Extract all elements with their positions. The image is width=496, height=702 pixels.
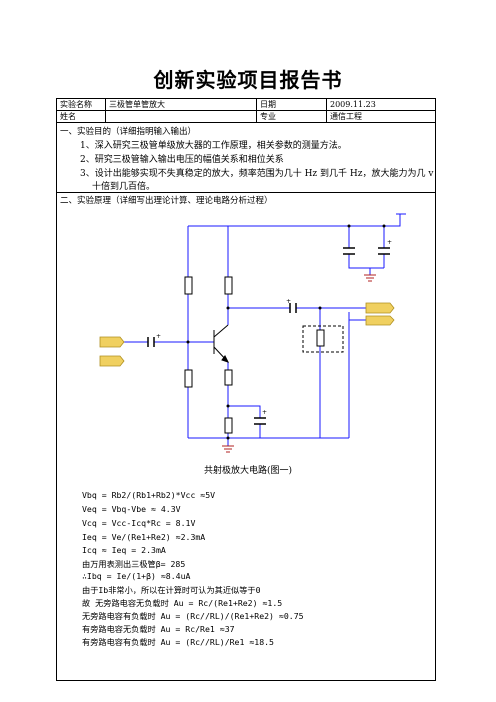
calc-line: 有旁路电容有负载时 Au = (Rc//RL)/Re1 ≈18.5	[82, 637, 274, 647]
svg-text:+: +	[286, 298, 291, 305]
section2-heading: 二、实验原理（详细写出理论计算、理论电路分析过程）	[60, 196, 273, 206]
date-label: 日期	[260, 100, 276, 109]
report-title: 创新实验项目报告书	[153, 68, 343, 92]
calc-line: 故 无旁路电容无负载时 Au = Rc/(Re1+Re2) ≈1.5	[82, 598, 283, 608]
calc-line: 无旁路电容有负载时 Au = (Rc//RL)/(Re1+Re2) ≈0.75	[82, 611, 304, 621]
major-value: 通信工程	[330, 112, 362, 121]
calc-line: 由万用表测出三极管β= 285	[82, 559, 186, 569]
svg-text:+: +	[387, 239, 392, 246]
svg-text:+: +	[156, 333, 161, 340]
svg-text:+: +	[262, 409, 267, 416]
calc-line: ∴Ibq = Ie/(1+β) ≈8.4uA	[82, 571, 191, 581]
person-label: 姓名	[60, 112, 76, 121]
date-value: 2009.11.23	[330, 100, 376, 109]
section1-heading: 一、实验目的（详细指明输入输出）	[60, 127, 197, 137]
objective-item: 3、设计出能够实现不失真稳定的放大，频率范围为几十 Hz 到几千 Hz，放大能力…	[80, 169, 434, 179]
calc-line: 由于Ib非常小，所以在计算时可认为其近似等于0	[82, 585, 261, 595]
calc-line: Icq ≈ Ieq = 2.3mA	[82, 545, 166, 555]
objective-item: 十倍到几百倍。	[92, 182, 156, 192]
calc-line: Veq = Vbq-Vbe ≈ 4.3V	[82, 504, 181, 514]
calc-line: 有旁路电容无负载时 Au = Rc/Re1 ≈37	[82, 624, 235, 634]
objective-item: 1、深入研究三极管单级放大器的工作原理，相关参数的测量方法。	[80, 141, 347, 151]
calc-line: Vbq = Rb2/(Rb1+Rb2)*Vcc ≈5V	[82, 490, 216, 500]
major-label: 专业	[260, 112, 276, 121]
figure-caption: 共射极放大电路(图一)	[203, 466, 293, 476]
objective-item: 2、研究三极管输入输出电压的幅值关系和相位关系	[80, 155, 284, 165]
calc-line: Ieq = Ve/(Re1+Re2) ≈2.3mA	[82, 532, 206, 542]
calc-line: Vcq = Vcc-Icq*Rc = 8.1V	[82, 518, 196, 528]
name-label: 实验名称	[60, 100, 92, 109]
name-value: 三极管单管放大	[109, 100, 165, 109]
